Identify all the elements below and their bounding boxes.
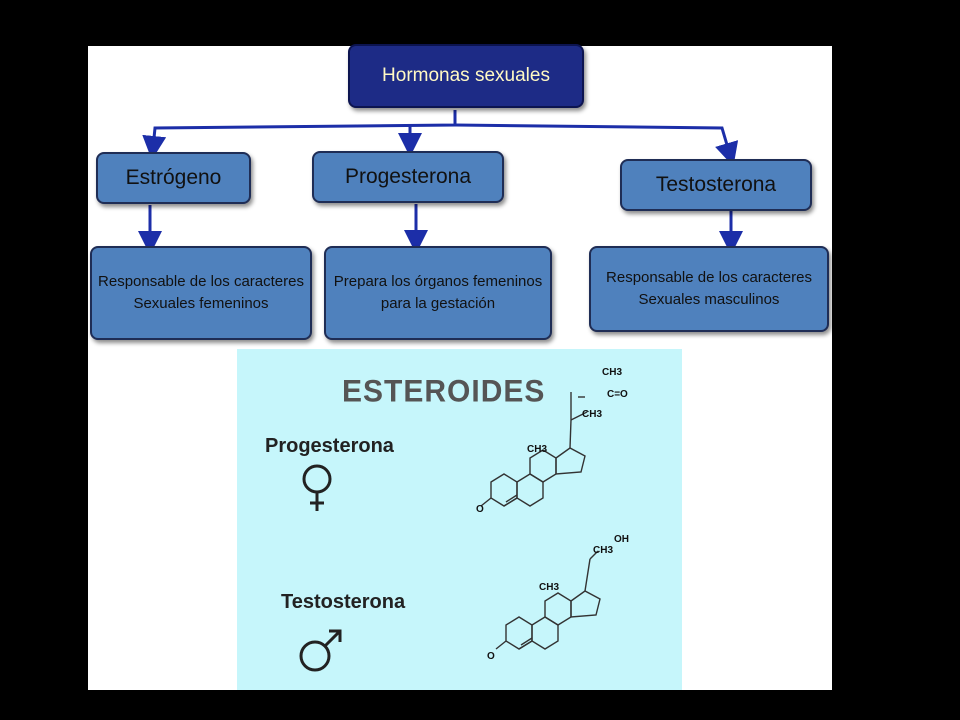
prog-carbonyl-label: C=O xyxy=(607,389,628,400)
progesterona-label: Progesterona xyxy=(344,165,472,188)
testosterona-label: Testosterona xyxy=(655,173,777,196)
root-box: Hormonas sexuales xyxy=(348,44,584,108)
steroids-title: ESTEROIDES xyxy=(342,374,546,409)
estrogeno-description-line2: Sexuales femeninos xyxy=(133,295,269,312)
testosterona-description-box: Responsable de los caracteres Sexuales m… xyxy=(589,246,829,332)
prog-ch3-c13-label: CH3 xyxy=(582,409,603,420)
estrogeno-label: Estrógeno xyxy=(125,166,222,189)
prog-ch3-c10-label: CH3 xyxy=(527,444,548,455)
progesterona-description-line1: Prepara los órganos femeninos xyxy=(333,273,543,291)
progesterone-structure xyxy=(480,392,588,507)
test-ch3-c10-label: CH3 xyxy=(539,582,560,593)
testosterona-steroid-label: Testosterona xyxy=(281,591,406,613)
testosterona-description-line2: Sexuales masculinos xyxy=(638,291,780,308)
prog-ch3-acetyl-label: CH3 xyxy=(602,367,623,378)
test-oh-label: OH xyxy=(614,534,629,545)
testosterona-box: Testosterona xyxy=(620,159,812,211)
progesterona-steroid-label: Progesterona xyxy=(265,435,394,457)
progesterona-box: Progesterona xyxy=(312,151,504,203)
estrogeno-description-line1: Responsable de los caracteres xyxy=(98,273,304,291)
testosterone-structure xyxy=(495,550,601,650)
progesterona-description-line2: para la gestación xyxy=(380,295,496,312)
progesterona-description-box: Prepara los órganos femeninos para la ge… xyxy=(324,246,552,340)
test-ch3-c13-label: CH3 xyxy=(593,545,614,556)
male-symbol-icon xyxy=(299,629,342,672)
test-oxo-label: O xyxy=(487,651,495,662)
estrogeno-box: Estrógeno xyxy=(96,152,251,204)
prog-oxo-label: O xyxy=(476,504,484,515)
steroids-panel: ESTEROIDES Progesterona Testosterona xyxy=(237,349,682,690)
root-label: Hormonas sexuales xyxy=(382,65,550,86)
estrogeno-description-box: Responsable de los caracteres Sexuales f… xyxy=(90,246,312,340)
female-symbol-icon xyxy=(302,464,332,511)
testosterona-description-line1: Responsable de los caracteres xyxy=(606,269,812,287)
